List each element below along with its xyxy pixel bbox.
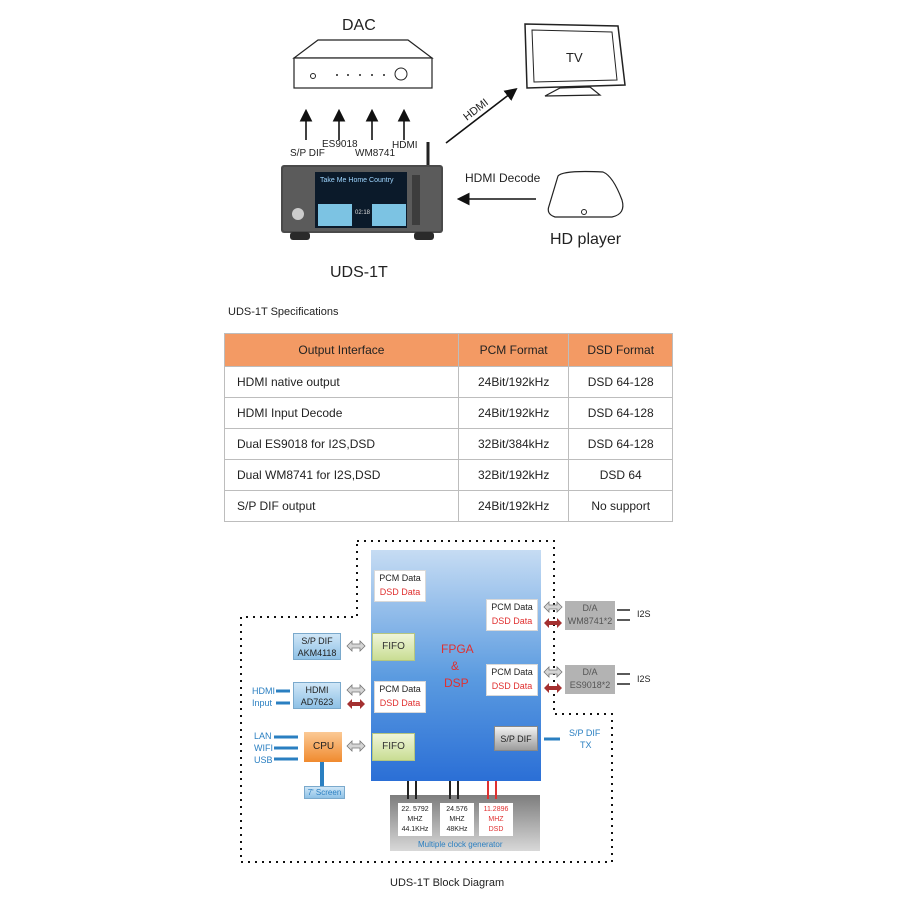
hdmi-decode-label: HDMI Decode — [465, 171, 541, 185]
hd-player-illustration — [547, 170, 624, 218]
fpga-data-box-hdmi: PCM Data DSD Data — [374, 681, 426, 713]
da-label: D/A — [582, 603, 598, 613]
pcm-data-label: PCM Data — [379, 684, 421, 694]
cell-interface: HDMI Input Decode — [224, 397, 459, 429]
cell-interface: S/P DIF output — [224, 490, 459, 522]
wm8741-chip-label: WM8741*2 — [567, 616, 613, 626]
pcm-data-label: PCM Data — [491, 667, 533, 677]
table-row: Dual WM8741 for I2S,DSD 32Bit/192kHz DSD… — [224, 459, 673, 491]
da-label: D/A — [582, 667, 598, 677]
hdmi-input-label-line1: HDMI — [252, 686, 275, 696]
cell-pcm: 24Bit/192kHz — [457, 490, 570, 522]
output-label-spdif: S/P DIF — [290, 148, 325, 159]
device-label: UDS-1T — [330, 264, 388, 281]
cell-dsd: DSD 64-128 — [568, 428, 673, 460]
dsp-label: DSP — [444, 676, 469, 690]
output-label-es9018: ES9018 — [322, 139, 358, 150]
dsd-data-label: DSD Data — [379, 587, 421, 597]
clock-unit: MHZ — [449, 816, 465, 823]
spdif-out-block: S/P DIF — [494, 726, 538, 751]
lan-label: LAN — [254, 731, 272, 741]
es9018-chip-label: ES9018*2 — [569, 680, 611, 690]
dac-illustration — [292, 39, 434, 89]
clock-box-48k: 24.576 MHZ 48KHz — [440, 803, 474, 836]
output-label-hdmi: HDMI — [392, 140, 418, 151]
spdif-tx-label-line2: TX — [580, 740, 592, 750]
cell-pcm: 32Bit/384kHz — [457, 428, 570, 460]
spec-table: Output Interface PCM Format DSD Format H… — [224, 333, 673, 522]
dsd-data-label: DSD Data — [379, 698, 421, 708]
hdmi-receiver-line1: HDMI — [305, 685, 329, 695]
table-row: HDMI native output 24Bit/192kHz DSD 64-1… — [224, 366, 673, 398]
clock-unit: MHZ — [407, 816, 423, 823]
clock-freq: 11.2896 — [483, 806, 509, 813]
cell-dsd: DSD 64-128 — [568, 366, 673, 398]
tv-illustration — [524, 23, 626, 97]
pcm-data-label: PCM Data — [491, 602, 533, 612]
spdif-receiver-line1: S/P DIF — [301, 636, 333, 646]
device-screen-text: Take Me Home Country — [320, 177, 394, 184]
clock-freq: 24.576 — [446, 806, 468, 813]
block-diagram-title: UDS-1T Block Diagram — [390, 877, 505, 889]
cell-dsd: DSD 64-128 — [568, 397, 673, 429]
table-row: S/P DIF output 24Bit/192kHz No support — [224, 490, 673, 522]
table-header-row: Output Interface PCM Format DSD Format — [224, 333, 673, 367]
clock-box-dsd: 11.2896 MHZ DSD — [479, 803, 513, 836]
fifo-block-top: FIFO — [372, 633, 415, 661]
uds-1t-device-illustration — [281, 142, 443, 240]
dsd-data-label: DSD Data — [491, 681, 533, 691]
device-screen-time: 02:18 — [355, 210, 371, 216]
fpga-data-box-es: PCM Data DSD Data — [486, 664, 538, 696]
cell-pcm: 24Bit/192kHz — [457, 397, 570, 429]
header-pcm-format: PCM Format — [457, 333, 570, 367]
clock-rate: 44.1KHz — [401, 826, 429, 833]
table-row: Dual ES9018 for I2S,DSD 32Bit/384kHz DSD… — [224, 428, 673, 460]
hd-player-label: HD player — [550, 231, 622, 248]
tv-label: TV — [566, 50, 583, 65]
cell-interface: HDMI native output — [224, 366, 459, 398]
dac-es9018-block: D/A ES9018*2 — [565, 665, 615, 694]
cell-pcm: 24Bit/192kHz — [457, 366, 570, 398]
clock-unit: MHZ — [488, 816, 504, 823]
i2s-label-wm: I2S — [637, 609, 651, 619]
wifi-label: WIFI — [254, 743, 273, 753]
cell-interface: Dual WM8741 for I2S,DSD — [224, 459, 459, 491]
top-illustration — [281, 23, 626, 240]
usb-label: USB — [254, 755, 273, 765]
spdif-receiver-line2: AKM4118 — [297, 648, 337, 658]
pcm-data-label: PCM Data — [379, 573, 421, 583]
dsd-data-label: DSD Data — [491, 616, 533, 626]
clock-generator-label: Multiple clock generator — [418, 840, 503, 849]
dac-wm8741-block: D/A WM8741*2 — [565, 601, 615, 630]
clock-box-44k: 22. 5792 MHZ 44.1KHz — [398, 803, 432, 836]
fpga-data-box-wm: PCM Data DSD Data — [486, 599, 538, 631]
hdmi-output-arrow — [445, 88, 518, 144]
output-arrows — [299, 108, 411, 140]
header-dsd-format: DSD Format — [568, 333, 673, 367]
fifo-block-bottom: FIFO — [372, 733, 415, 761]
cell-pcm: 32Bit/192kHz — [457, 459, 570, 491]
hdmi-receiver-block: HDMI AD7623 — [293, 682, 341, 709]
table-row: HDMI Input Decode 24Bit/192kHz DSD 64-12… — [224, 397, 673, 429]
dac-label: DAC — [342, 17, 376, 34]
i2s-label-es: I2S — [637, 674, 651, 684]
cell-dsd: DSD 64 — [568, 459, 673, 491]
hdmi-receiver-line2: AD7623 — [300, 697, 334, 707]
cell-interface: Dual ES9018 for I2S,DSD — [224, 428, 459, 460]
fpga-data-box-top: PCM Data DSD Data — [374, 570, 426, 602]
hdmi-input-label-line2: Input — [252, 698, 273, 708]
fpga-label: FPGA — [441, 642, 474, 656]
clock-rate: DSD — [488, 826, 504, 833]
header-output-interface: Output Interface — [224, 333, 459, 367]
cell-dsd: No support — [568, 490, 673, 522]
spec-title: UDS-1T Specifications — [228, 306, 339, 318]
fpga-amp-label: & — [451, 659, 460, 673]
output-label-wm8741: WM8741 — [355, 148, 396, 159]
spdif-tx-label-line1: S/P DIF — [569, 728, 601, 738]
spdif-receiver-block: S/P DIF AKM4118 — [293, 633, 341, 660]
cpu-label: CPU — [313, 741, 335, 752]
clock-rate: 48KHz — [446, 826, 468, 833]
screen-block: 7' Screen — [304, 786, 345, 799]
clock-freq: 22. 5792 — [401, 806, 429, 813]
